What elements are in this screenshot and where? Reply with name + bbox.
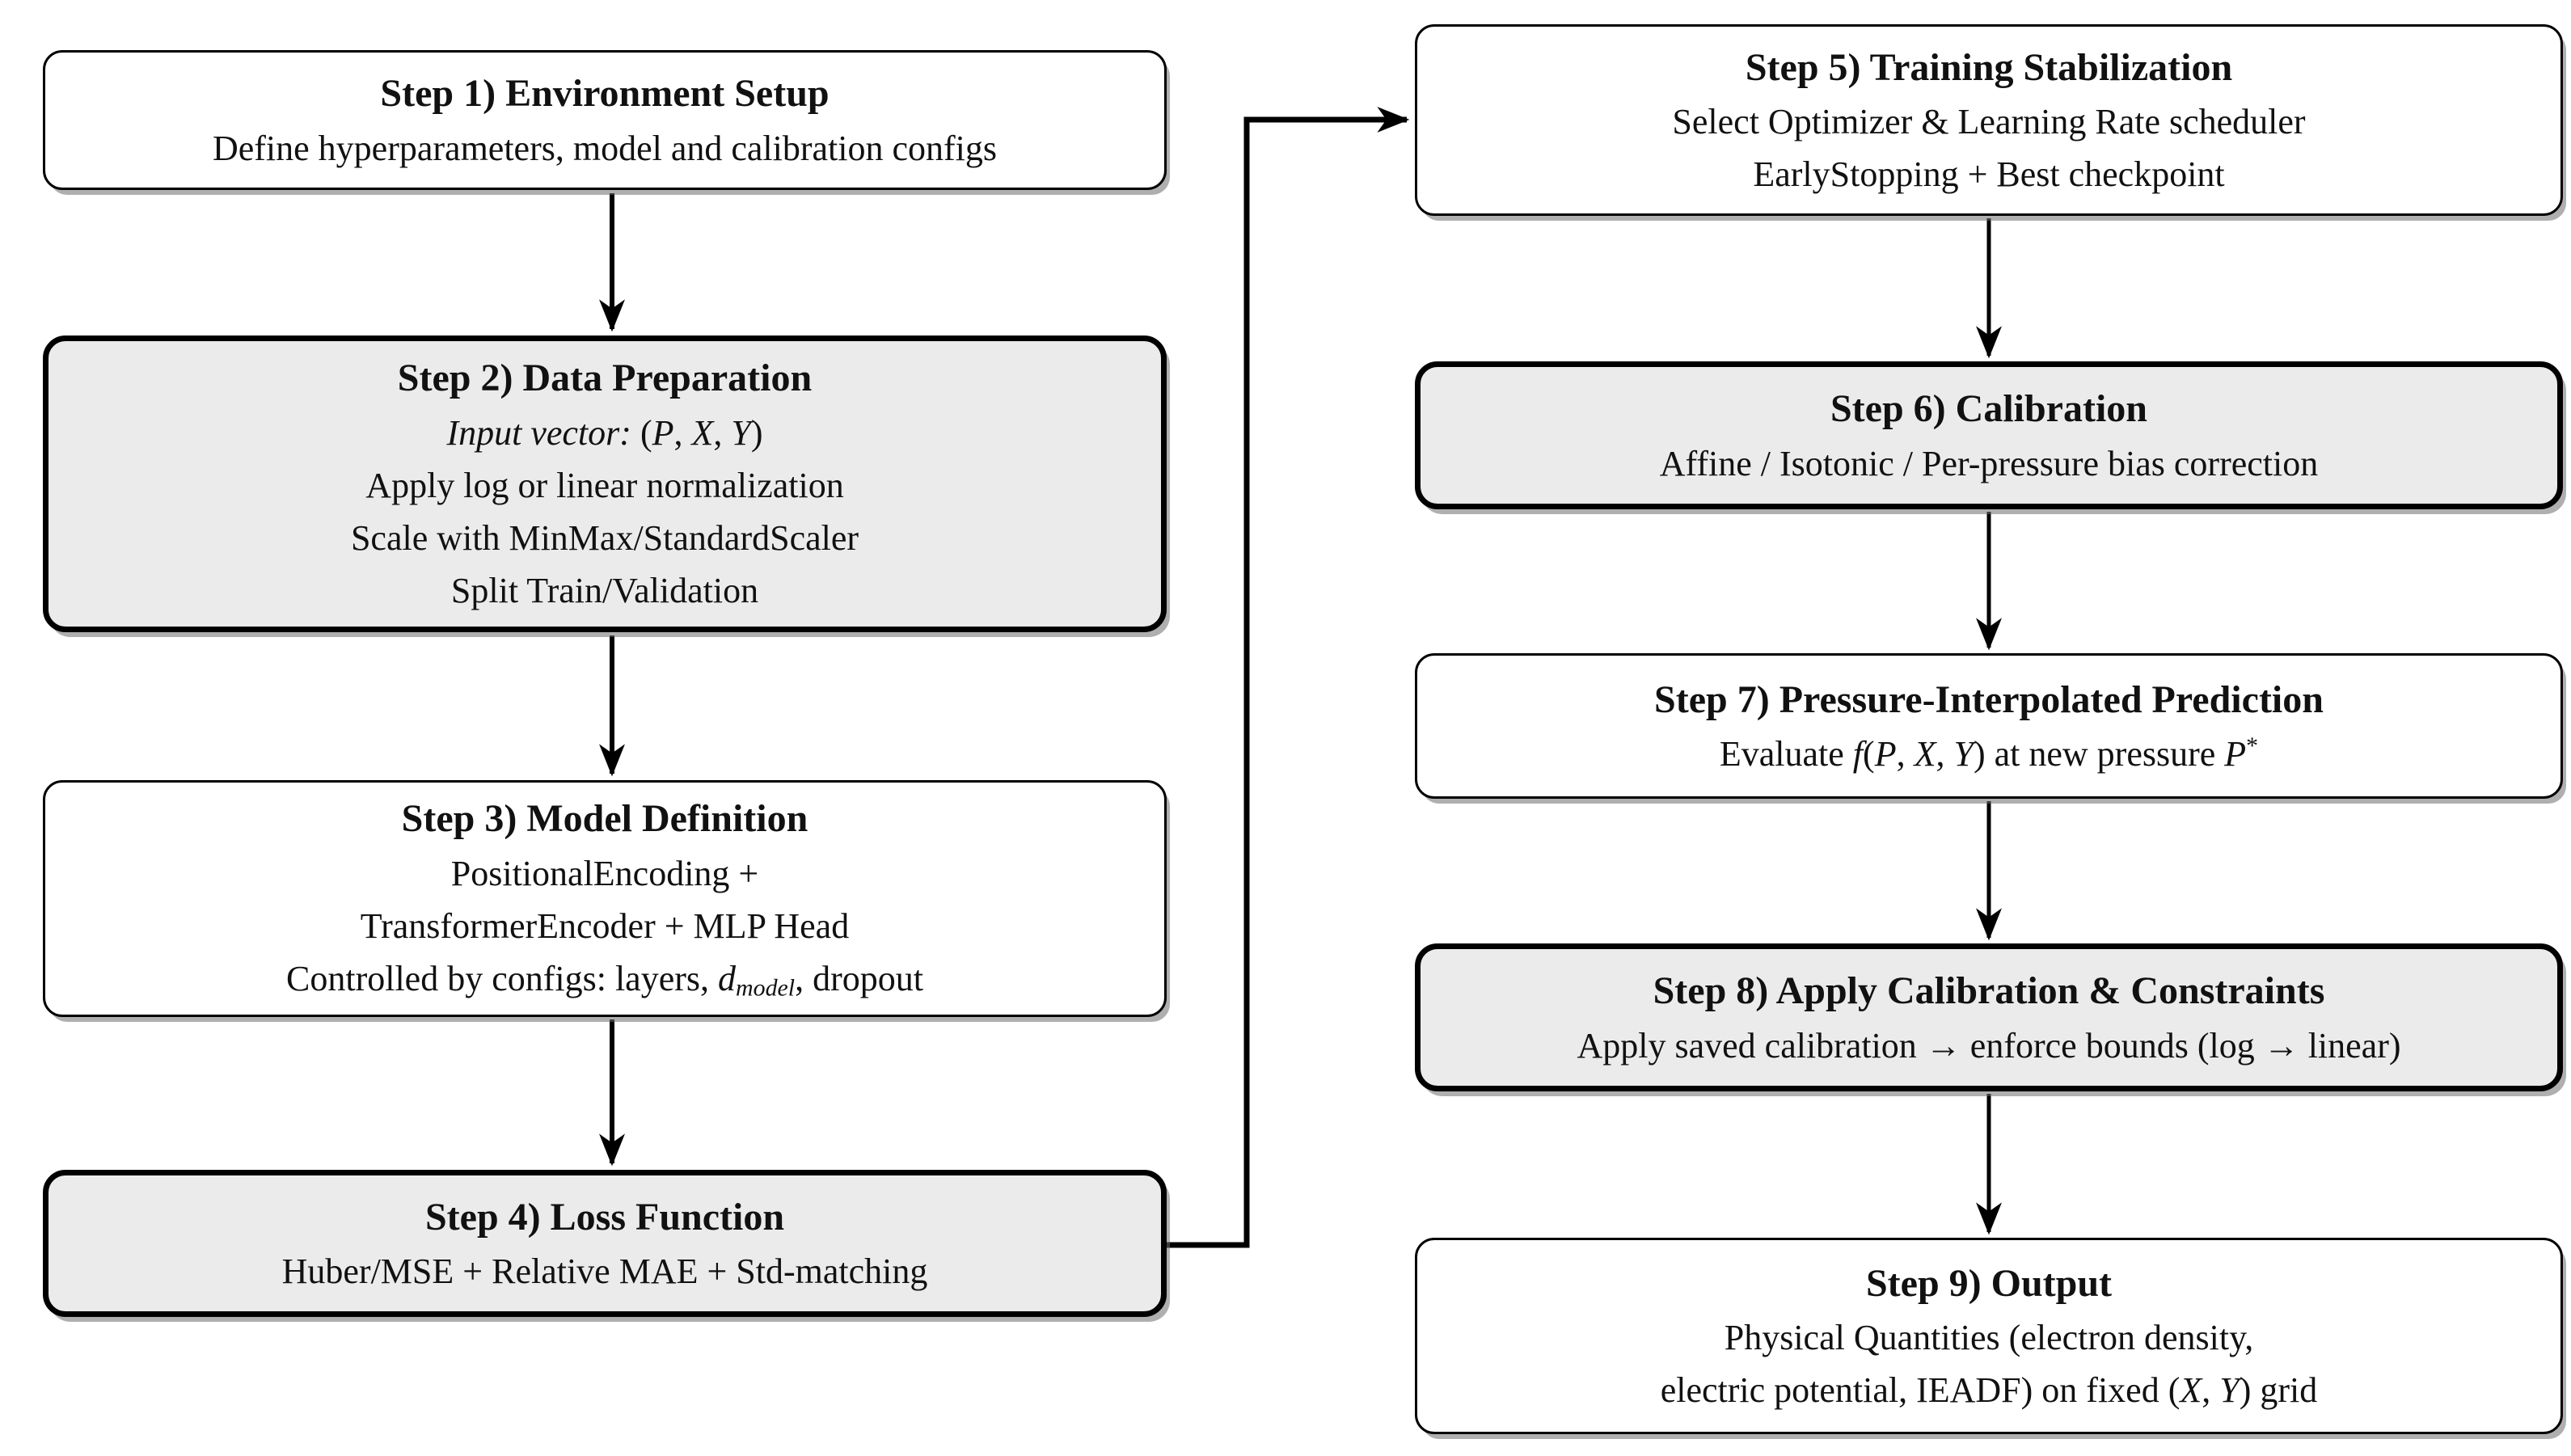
step-8-box: Step 8) Apply Calibration & Constraints … bbox=[1415, 943, 2563, 1091]
text-segment: X bbox=[2180, 1370, 2202, 1411]
step-7-line-1: Evaluate f(P, X, Y) at new pressure P* bbox=[1720, 728, 2258, 780]
text-segment: Apply saved calibration → enforce bounds… bbox=[1577, 1025, 2401, 1066]
text-segment: X bbox=[1914, 734, 1936, 774]
step-2-line-4: Split Train/Validation bbox=[451, 564, 758, 617]
step-1-box: Step 1) Environment Setup Define hyperpa… bbox=[43, 50, 1167, 190]
step-7-title: Step 7) Pressure-Interpolated Prediction bbox=[1654, 677, 2324, 721]
step-9-title: Step 9) Output bbox=[1865, 1261, 2113, 1305]
step-2-line-3: Scale with MinMax/StandardScaler bbox=[351, 512, 859, 564]
text-segment: model bbox=[736, 974, 796, 1002]
text-segment: Y bbox=[2219, 1370, 2240, 1411]
step-6-line-1: Affine / Isotonic / Per-pressure bias co… bbox=[1660, 437, 2319, 490]
text-segment: Y bbox=[731, 413, 751, 454]
text-segment: Define hyperparameters, model and calibr… bbox=[212, 128, 998, 168]
text-segment: ( bbox=[640, 413, 652, 454]
text-segment: Select Optimizer & Learning Rate schedul… bbox=[1672, 102, 2306, 142]
step-5-line-1: Select Optimizer & Learning Rate schedul… bbox=[1672, 95, 2305, 148]
text-segment: * bbox=[2246, 732, 2259, 760]
step-5-line-2: EarlyStopping + Best checkpoint bbox=[1753, 148, 2224, 200]
text-segment: TransformerEncoder + MLP Head bbox=[360, 905, 850, 946]
arrow-step4-to-step5 bbox=[1165, 107, 1410, 1248]
text-segment: Evaluate bbox=[1719, 734, 1853, 774]
step-2-line-2: Apply log or linear normalization bbox=[365, 459, 843, 512]
step-3-line-1: PositionalEncoding + bbox=[451, 847, 758, 900]
step-3-box: Step 3) Model Definition PositionalEncod… bbox=[43, 780, 1167, 1017]
text-segment: d bbox=[718, 958, 737, 998]
text-segment: Affine / Isotonic / Per-pressure bias co… bbox=[1659, 443, 2319, 483]
text-segment: Input vector: bbox=[446, 413, 640, 454]
step-4-box: Step 4) Loss Function Huber/MSE + Relati… bbox=[43, 1170, 1167, 1317]
step-4-title: Step 4) Loss Function bbox=[424, 1195, 785, 1239]
text-segment: Controlled by configs: layers, bbox=[286, 958, 719, 998]
step-1-line-1: Define hyperparameters, model and calibr… bbox=[213, 122, 997, 175]
step-8-line-1: Apply saved calibration → enforce bounds… bbox=[1577, 1019, 2400, 1072]
text-segment: ) at new pressure bbox=[1973, 734, 2225, 774]
step-1-title: Step 1) Environment Setup bbox=[380, 72, 830, 116]
text-segment: P bbox=[652, 413, 674, 454]
text-segment: , bbox=[713, 413, 732, 454]
text-segment: electric potential, IEADF) on fixed ( bbox=[1660, 1370, 2180, 1411]
text-segment: Physical Quantities (electron density, bbox=[1724, 1318, 2254, 1358]
text-segment: f bbox=[1852, 734, 1864, 774]
text-segment: ) bbox=[750, 413, 763, 454]
step-9-line-2: electric potential, IEADF) on fixed (X, … bbox=[1661, 1364, 2318, 1416]
text-segment: , dropout bbox=[795, 958, 923, 998]
step-6-title: Step 6) Calibration bbox=[1830, 387, 2147, 431]
text-segment: , bbox=[1936, 734, 1954, 774]
step-2-box: Step 2) Data Preparation Input vector: (… bbox=[43, 336, 1167, 632]
step-4-line-1: Huber/MSE + Relative MAE + Std-matching bbox=[282, 1245, 928, 1298]
text-segment: X bbox=[691, 413, 714, 454]
step-7-box: Step 7) Pressure-Interpolated Prediction… bbox=[1415, 653, 2563, 799]
step-8-title: Step 8) Apply Calibration & Constraints bbox=[1653, 969, 2325, 1013]
text-segment: Y bbox=[1953, 734, 1974, 774]
step-6-box: Step 6) Calibration Affine / Isotonic / … bbox=[1415, 361, 2563, 509]
step-2-title: Step 2) Data Preparation bbox=[397, 357, 813, 400]
step-5-box: Step 5) Training Stabilization Select Op… bbox=[1415, 24, 2563, 216]
step-9-line-1: Physical Quantities (electron density, bbox=[1725, 1311, 2254, 1364]
text-segment: EarlyStopping + Best checkpoint bbox=[1753, 154, 2225, 195]
step-9-box: Step 9) Output Physical Quantities (elec… bbox=[1415, 1238, 2563, 1434]
step-3-line-2: TransformerEncoder + MLP Head bbox=[361, 900, 849, 952]
text-segment: PositionalEncoding + bbox=[450, 853, 759, 893]
text-segment: ) grid bbox=[2239, 1370, 2318, 1411]
text-segment: , bbox=[2202, 1370, 2220, 1411]
step-3-title: Step 3) Model Definition bbox=[401, 797, 808, 841]
text-segment: Scale with MinMax/StandardScaler bbox=[350, 518, 859, 559]
step-3-line-3: Controlled by configs: layers, dmodel, d… bbox=[286, 952, 923, 1007]
text-segment: ( bbox=[1863, 734, 1875, 774]
text-segment: , bbox=[1896, 734, 1915, 774]
text-segment: P bbox=[2224, 734, 2247, 774]
text-segment: Split Train/Validation bbox=[450, 571, 759, 611]
text-segment: Apply log or linear normalization bbox=[365, 466, 844, 506]
text-segment: Huber/MSE + Relative MAE + Std-matching bbox=[281, 1251, 928, 1292]
step-2-line-1: Input vector: (P, X, Y) bbox=[446, 407, 762, 459]
step-5-title: Step 5) Training Stabilization bbox=[1745, 45, 2233, 89]
text-segment: , bbox=[673, 413, 692, 454]
text-segment: P bbox=[1874, 734, 1897, 774]
